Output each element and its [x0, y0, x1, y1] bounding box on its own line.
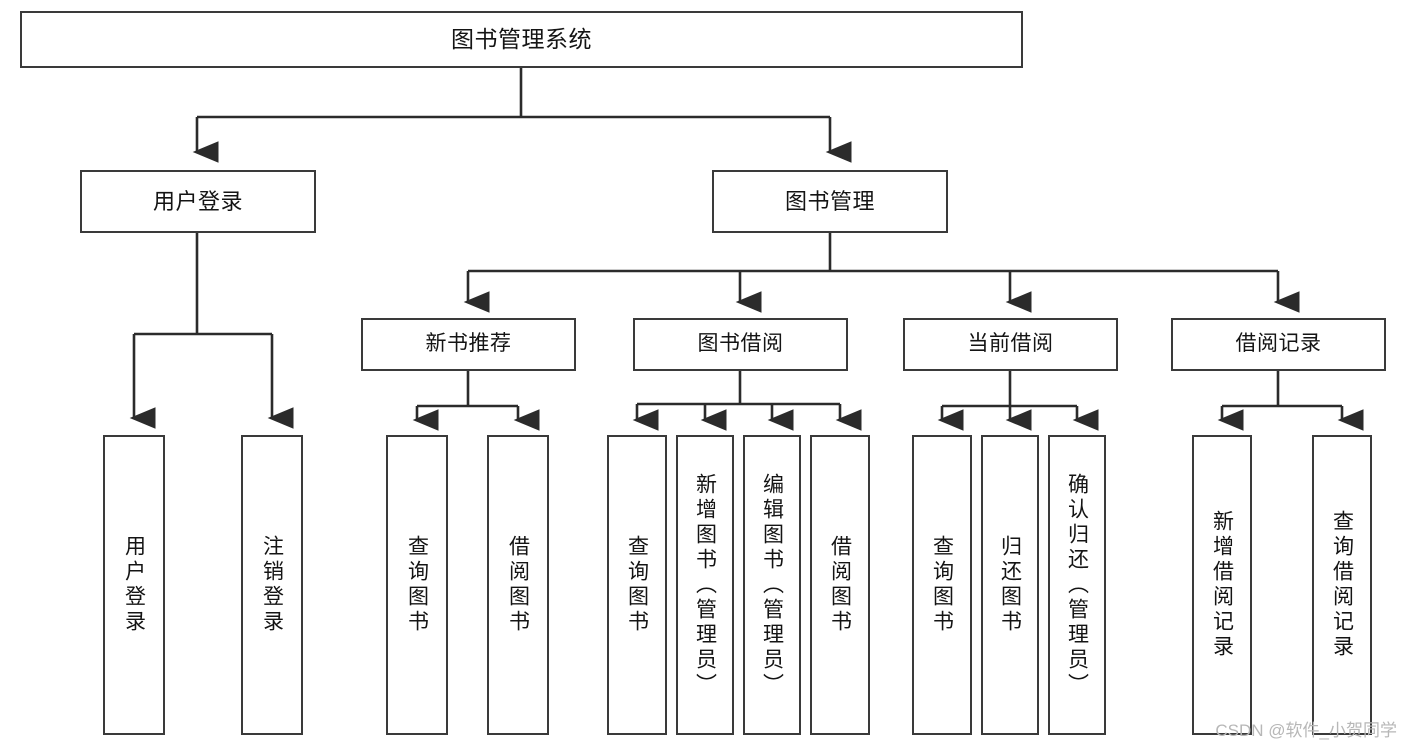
node-label: 查询借阅记录 [1330, 510, 1354, 660]
node-label: 图书借阅 [697, 332, 784, 356]
node-book-borrow[interactable]: 图书借阅 [633, 318, 848, 371]
leaf-book-borrow-lend[interactable]: 借阅图书 [810, 435, 870, 735]
leaf-new-book-query[interactable]: 查询图书 [386, 435, 448, 735]
leaf-user-login-login[interactable]: 用户登录 [103, 435, 165, 735]
node-borrow-record[interactable]: 借阅记录 [1171, 318, 1386, 371]
leaf-borrow-record-add[interactable]: 新增借阅记录 [1192, 435, 1252, 735]
leaf-current-borrow-return[interactable]: 归还图书 [981, 435, 1039, 735]
node-label: 借阅记录 [1235, 332, 1322, 356]
leaf-current-borrow-confirm[interactable]: 确认归还（管理员） [1048, 435, 1106, 735]
node-user-login[interactable]: 用户登录 [80, 170, 316, 233]
node-label: 确认归还（管理员） [1065, 472, 1089, 698]
node-book-management[interactable]: 图书管理 [712, 170, 948, 233]
node-new-book-recommend[interactable]: 新书推荐 [361, 318, 576, 371]
node-label: 新增图书（管理员） [693, 472, 717, 698]
leaf-book-borrow-add[interactable]: 新增图书（管理员） [676, 435, 734, 735]
node-label: 用户登录 [152, 188, 243, 214]
node-label: 编辑图书（管理员） [760, 472, 784, 698]
leaf-book-borrow-query[interactable]: 查询图书 [607, 435, 667, 735]
watermark-text: CSDN @软件_小贺同学 [1215, 721, 1397, 740]
node-label: 归还图书 [998, 535, 1022, 635]
node-label: 新书推荐 [425, 332, 512, 356]
node-label: 借阅图书 [828, 535, 852, 635]
node-label: 用户登录 [122, 535, 146, 635]
leaf-new-book-borrow[interactable]: 借阅图书 [487, 435, 549, 735]
node-current-borrow[interactable]: 当前借阅 [903, 318, 1118, 371]
node-label: 新增借阅记录 [1210, 510, 1234, 660]
node-label: 图书管理系统 [451, 25, 592, 52]
node-label: 注销登录 [260, 535, 284, 635]
node-label: 借阅图书 [506, 535, 530, 635]
leaf-user-login-logout[interactable]: 注销登录 [241, 435, 303, 735]
leaf-borrow-record-query[interactable]: 查询借阅记录 [1312, 435, 1372, 735]
node-label: 查询图书 [405, 535, 429, 635]
leaf-current-borrow-query[interactable]: 查询图书 [912, 435, 972, 735]
node-label: 当前借阅 [967, 332, 1054, 356]
node-label: 查询图书 [625, 535, 649, 635]
node-root-system[interactable]: 图书管理系统 [20, 11, 1023, 68]
node-label: 查询图书 [930, 535, 954, 635]
node-label: 图书管理 [784, 188, 875, 214]
leaf-book-borrow-edit[interactable]: 编辑图书（管理员） [743, 435, 801, 735]
